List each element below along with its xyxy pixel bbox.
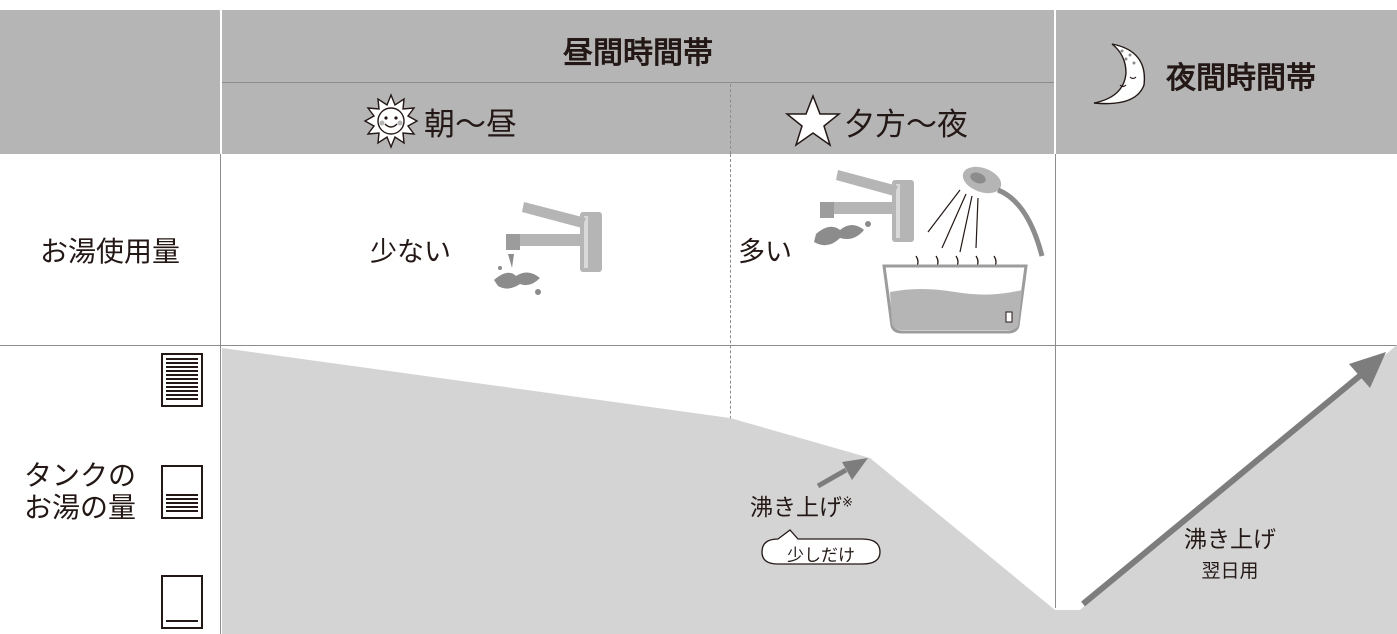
boil-night-text: 沸き上げ [1184, 527, 1276, 553]
daytime-heading: 昼間時間帯 [563, 36, 713, 71]
evening-divider [730, 154, 731, 444]
star-icon [784, 93, 842, 147]
night-heading: 夜間時間帯 [1086, 40, 1316, 110]
header-divider [222, 82, 1054, 83]
tank-label-line2: お湯の量 [24, 491, 137, 524]
faucet-icon [494, 202, 602, 295]
boil-night-sub: 翌日用 [1201, 560, 1259, 582]
boil-arrow-small [816, 458, 868, 489]
boil-evening-note: 少しだけ [787, 546, 855, 566]
left-column-divider [220, 154, 221, 634]
sun-icon [363, 93, 419, 149]
tank-half-icon [161, 465, 203, 519]
tank-full-icon [161, 353, 203, 407]
usage-morning-text: 少ない [370, 237, 451, 268]
night-divider [1055, 154, 1056, 608]
boil-night-label: 沸き上げ 翌日用 [1170, 520, 1290, 583]
morning-label: 朝〜昼 [424, 106, 517, 143]
bathtub-icon [882, 255, 1028, 334]
evening-label: 夕方〜夜 [844, 106, 968, 143]
usage-row-label: お湯使用量 [39, 235, 180, 268]
header-night-cell [1056, 10, 1397, 154]
boil-evening-mark: ※ [842, 495, 853, 511]
boil-evening-note-bubble: 少しだけ [758, 526, 884, 566]
hot-water-level-area [222, 345, 1397, 634]
header-subdivider [730, 84, 731, 154]
tank-row-label: タンクの お湯の量 [24, 460, 136, 524]
night-label: 夜間時間帯 [1166, 61, 1316, 96]
tank-empty-icon [161, 575, 203, 629]
header-corner-cell [0, 10, 220, 154]
shower-icon [927, 166, 1045, 257]
row-divider [0, 345, 1397, 346]
boil-evening-label: 沸き上げ※ [750, 488, 853, 522]
faucet-icon-evening [814, 170, 914, 246]
tank-label-line1: タンクの [24, 459, 137, 492]
usage-evening-text: 多い [738, 237, 792, 268]
morning-heading: 朝〜昼 [362, 92, 517, 150]
speech-bubble-shape [761, 529, 881, 565]
boil-arrow-large [1081, 352, 1386, 607]
boil-evening-text: 沸き上げ [750, 495, 842, 521]
moon-icon [1093, 43, 1146, 105]
evening-heading: 夕方〜夜 [784, 92, 968, 150]
